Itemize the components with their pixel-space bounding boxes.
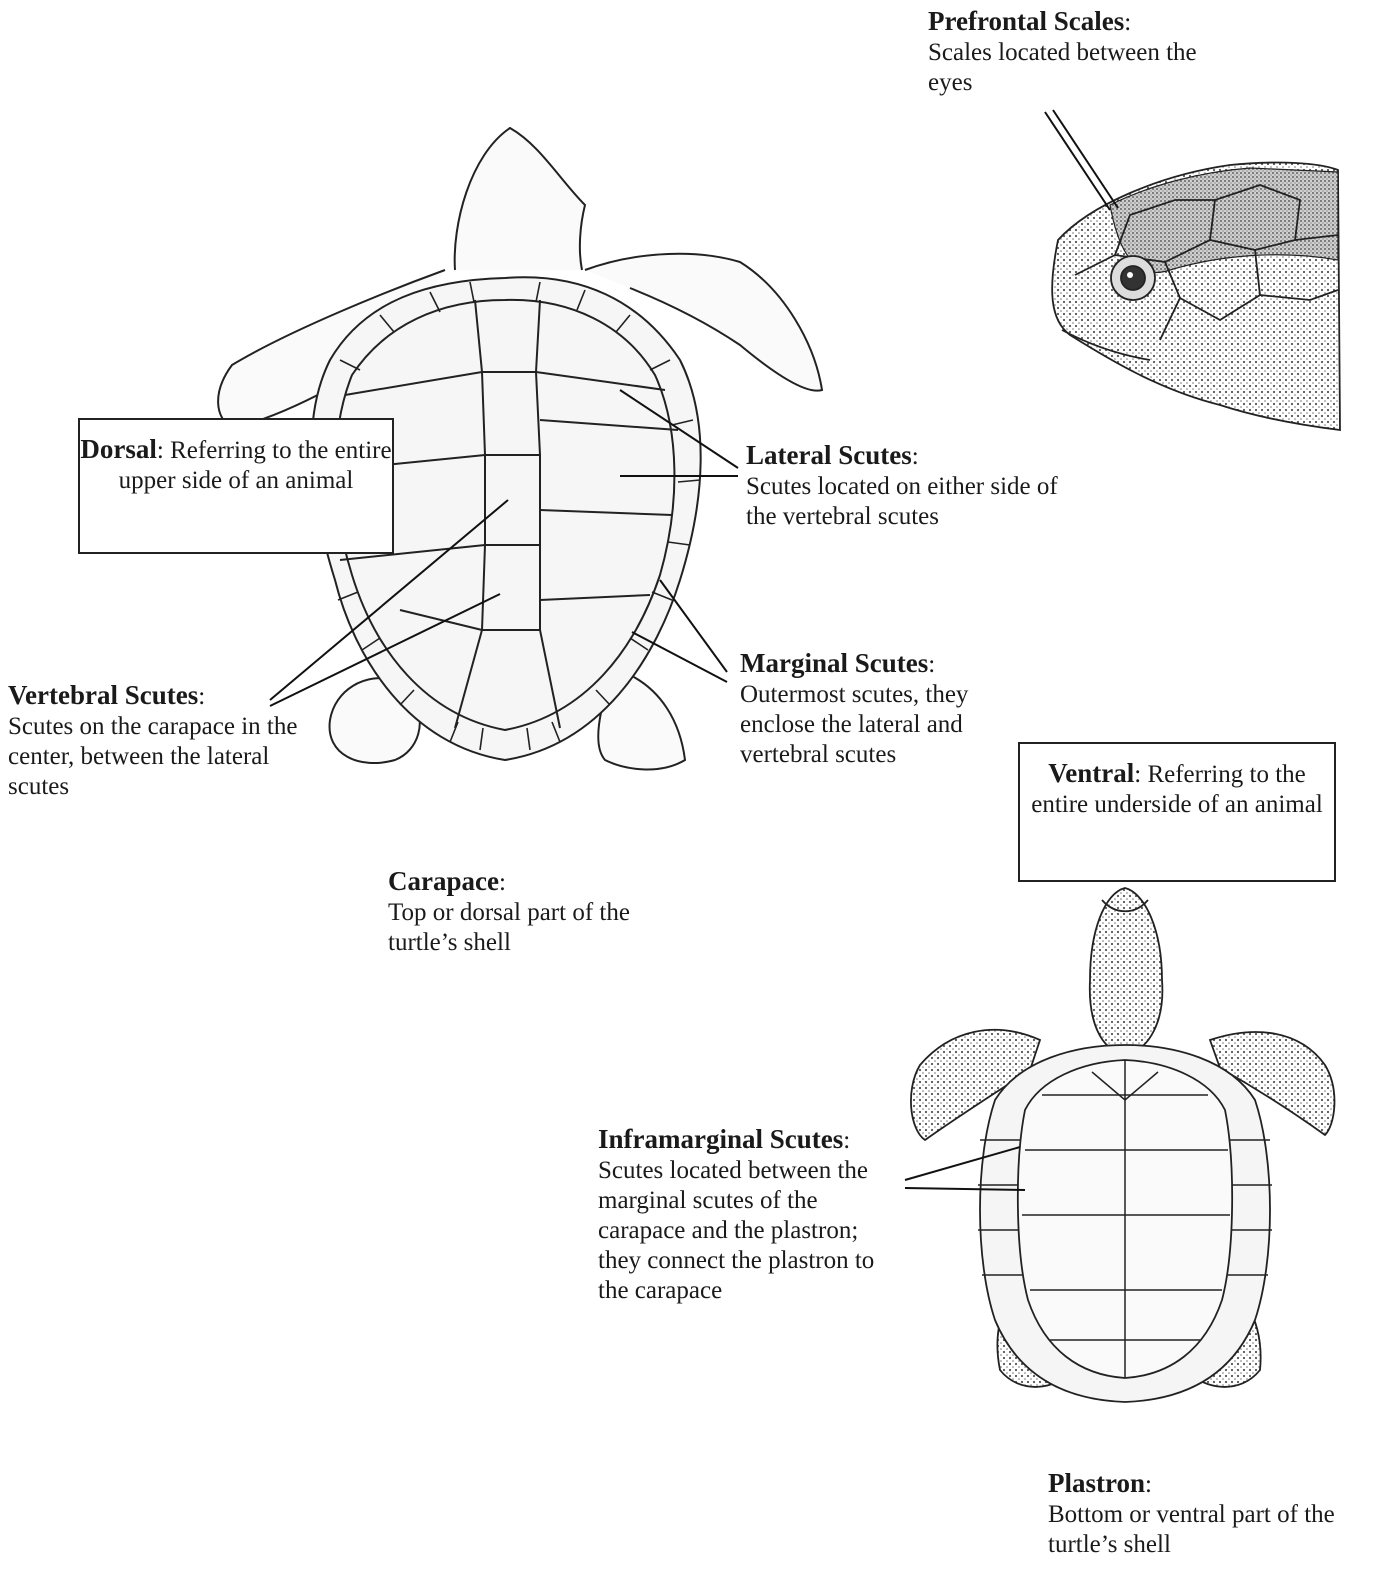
marginal-leader xyxy=(660,580,727,672)
marginal-title: Marginal Scutes xyxy=(740,648,928,678)
head-outline xyxy=(1090,888,1163,1055)
prefrontal-title: Prefrontal Scales xyxy=(928,6,1124,36)
carapace-description: Top or dorsal part of the turtle’s shell xyxy=(388,898,688,958)
lateral-title: Lateral Scutes xyxy=(746,440,912,470)
plastron-title: Plastron xyxy=(1048,1468,1145,1498)
prefrontal-label: Prefrontal Scales: Scales located betwee… xyxy=(928,6,1228,98)
dorsal-title: Dorsal xyxy=(80,434,157,464)
plastron-description: Bottom or ventral part of the turtle’s s… xyxy=(1048,1500,1348,1560)
prefrontal-leader xyxy=(1045,112,1110,210)
prefrontal-description: Scales located between the eyes xyxy=(928,38,1228,98)
dorsal-box: Dorsal: Referring to the entire upper si… xyxy=(78,418,394,554)
ventral-title: Ventral xyxy=(1048,758,1134,788)
dorsal-description: Referring to the entire upper side of an… xyxy=(119,437,392,494)
inframarginal-label: Inframarginal Scutes: Scutes located bet… xyxy=(598,1124,903,1306)
plastron-label: Plastron: Bottom or ventral part of the … xyxy=(1048,1468,1348,1560)
plastron-turtle-drawing xyxy=(911,888,1335,1402)
ventral-box: Ventral: Referring to the entire undersi… xyxy=(1018,742,1336,882)
lateral-description: Scutes located on either side of the ver… xyxy=(746,472,1076,532)
marginal-label: Marginal Scutes: Outermost scutes, they … xyxy=(740,648,1030,770)
head-outline xyxy=(455,128,585,270)
lateral-label: Lateral Scutes: Scutes located on either… xyxy=(746,440,1076,532)
vertebral-title: Vertebral Scutes xyxy=(8,680,198,710)
turtle-head-drawing xyxy=(1052,163,1340,430)
marginal-description: Outermost scutes, they enclose the later… xyxy=(740,680,1030,770)
vertebral-description: Scutes on the carapace in the center, be… xyxy=(8,712,308,802)
carapace-label: Carapace: Top or dorsal part of the turt… xyxy=(388,866,688,958)
inframarginal-description: Scutes located between the marginal scut… xyxy=(598,1156,903,1306)
vertebral-label: Vertebral Scutes: Scutes on the carapace… xyxy=(8,680,308,802)
carapace-title: Carapace xyxy=(388,866,499,896)
inframarginal-title: Inframarginal Scutes xyxy=(598,1124,843,1154)
prefrontal-leader xyxy=(1053,110,1118,208)
